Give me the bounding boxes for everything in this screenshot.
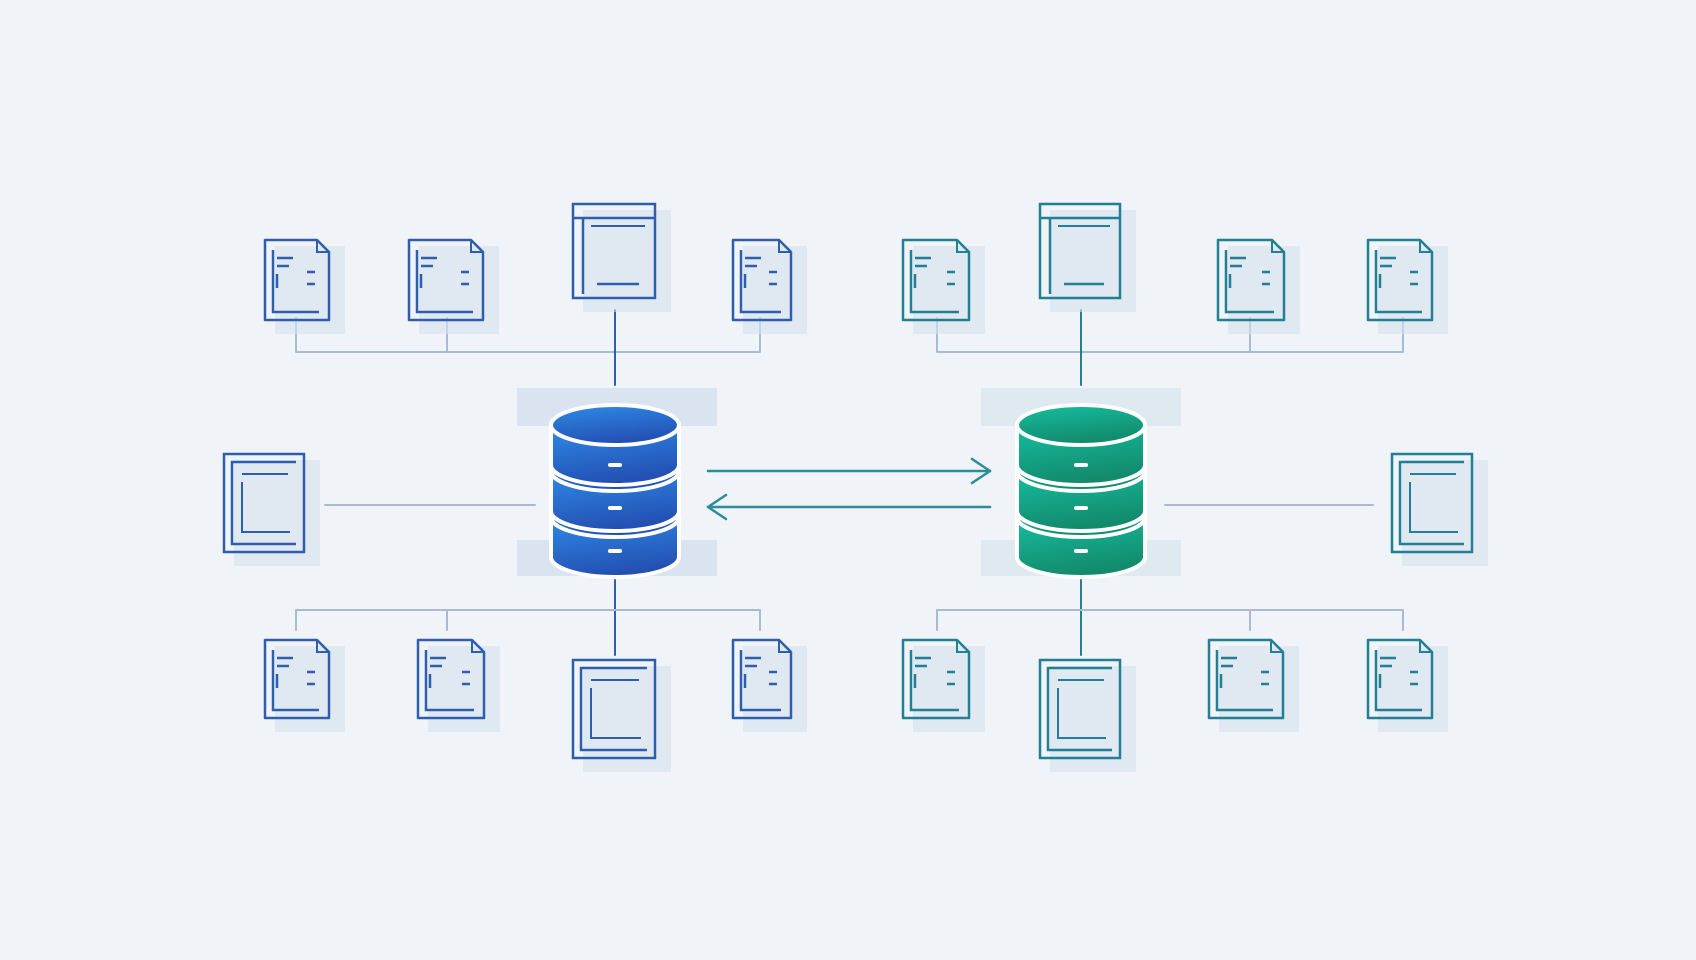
document-icon: [901, 638, 985, 732]
database-slot: [1074, 463, 1088, 467]
arrow-left: [706, 493, 992, 521]
connector-line: [295, 609, 761, 631]
connector-line: [936, 609, 1404, 631]
database-slot: [608, 506, 622, 510]
database-left: [549, 403, 681, 579]
document-icon: [1216, 238, 1300, 334]
document-icon: [901, 238, 985, 334]
document-icon: [731, 638, 807, 732]
connector-lines: [295, 309, 1404, 656]
database-slot: [608, 549, 622, 553]
arrow-right: [706, 457, 992, 485]
databases: [549, 403, 1147, 579]
connector-line: [936, 317, 1404, 353]
connector-line: [295, 317, 761, 353]
document-icon: [571, 202, 671, 312]
document-icon: [416, 638, 500, 732]
document-icon: [1390, 452, 1488, 566]
database-slot: [608, 463, 622, 467]
document-icon: [1207, 638, 1299, 732]
document-icon: [1038, 202, 1136, 312]
document-icon: [1366, 238, 1448, 334]
document-icon: [407, 238, 499, 334]
document-icon: [571, 658, 671, 772]
document-icon: [1038, 658, 1136, 772]
database-slot: [1074, 549, 1088, 553]
document-icon: [731, 238, 807, 334]
document-icon: [263, 238, 345, 334]
document-icon: [263, 638, 345, 732]
document-icon: [222, 452, 320, 566]
database-slot: [1074, 506, 1088, 510]
database-right: [1015, 403, 1147, 579]
sync-arrows: [706, 457, 992, 521]
document-icon: [1366, 638, 1448, 732]
document-icons: [222, 202, 1488, 772]
